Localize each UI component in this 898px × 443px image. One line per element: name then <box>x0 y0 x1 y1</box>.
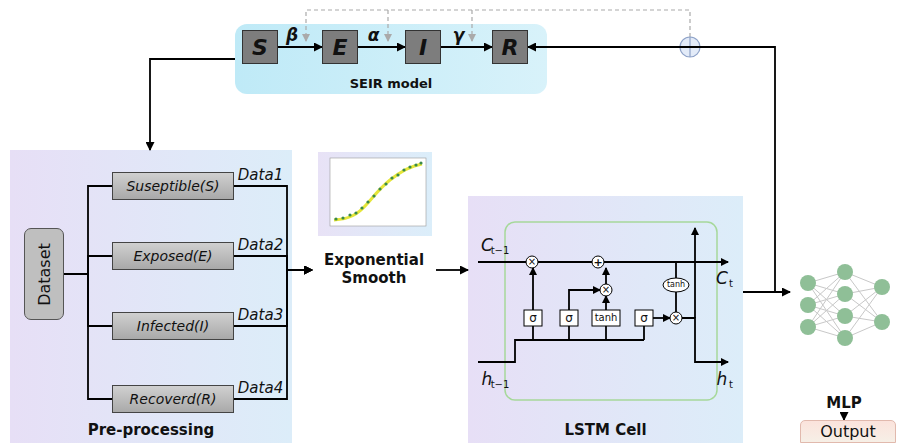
connector <box>64 256 112 274</box>
operator-symbol: × <box>672 313 680 323</box>
rate-label: γ <box>453 27 465 44</box>
gate-label: σ <box>640 312 648 324</box>
state-symbol: h <box>717 371 728 388</box>
state-symbol: C <box>481 237 493 254</box>
compartment-box: Infected(I) <box>112 312 234 340</box>
compartment-box: Suseptible(S) <box>112 172 234 200</box>
state-symbol: t <box>729 380 733 390</box>
connector <box>843 412 845 420</box>
state-symbol: h <box>482 371 493 388</box>
gate-label: σ <box>529 312 537 324</box>
rate-label: α <box>368 27 380 44</box>
connector <box>150 59 235 150</box>
state-box: E <box>322 30 358 64</box>
node-label: I <box>419 35 427 60</box>
connector <box>358 46 405 48</box>
seir-band: SEIR model S E I R <box>235 24 547 94</box>
state-symbol: C <box>716 270 728 287</box>
gate-label: tanh <box>667 281 685 289</box>
node-label: Dataset <box>35 243 54 306</box>
connector <box>441 46 492 48</box>
compartment-box: Recoverd(R) <box>112 385 234 413</box>
state-symbol: t−1 <box>491 246 510 256</box>
connector <box>64 186 112 274</box>
data-label: Data4 <box>238 381 283 396</box>
rate-label: β <box>286 27 298 44</box>
node-label: Exponential Smooth <box>312 251 436 289</box>
panel-title: SEIR model <box>235 76 547 91</box>
smoothing-step: Exponential Smooth <box>312 150 436 290</box>
connector <box>436 269 468 271</box>
mlp-block: MLP <box>790 262 898 412</box>
output-box: Output <box>800 420 896 443</box>
operator-symbol: + <box>593 257 602 268</box>
state-symbol: t <box>729 279 733 289</box>
state-box: I <box>405 30 441 64</box>
gate-label: σ <box>565 312 573 324</box>
data-label: Data2 <box>238 238 283 253</box>
panel-title: LSTM Cell <box>468 421 743 439</box>
data-label: Data1 <box>238 168 283 183</box>
panel-title: Pre-processing <box>10 421 292 439</box>
connector <box>234 256 312 270</box>
node-label: Recoverd(R) <box>130 391 217 407</box>
node-label: Output <box>820 422 876 441</box>
node-label: Suseptible(S) <box>126 178 219 194</box>
connector <box>528 47 775 292</box>
operator-symbol: × <box>528 257 536 267</box>
connector <box>234 186 312 270</box>
preprocess-panel: Pre-processing Dataset Suseptible(S) Expose… <box>10 150 292 443</box>
connector <box>64 274 112 399</box>
node-label: R <box>502 35 519 60</box>
dataset-box: Dataset <box>24 228 64 320</box>
data-label: Data3 <box>238 308 283 323</box>
node-label: S <box>252 35 268 60</box>
state-symbol: t−1 <box>491 380 510 390</box>
node-label: Infected(I) <box>137 318 209 334</box>
state-box: R <box>492 30 528 64</box>
lstm-panel: LSTM Cell <box>468 196 743 443</box>
operator-symbol: × <box>602 285 610 295</box>
node-label: Exposed(E) <box>133 248 212 264</box>
state-box: S <box>242 30 278 64</box>
node-label: E <box>332 35 347 60</box>
connector <box>278 46 322 48</box>
node-label: MLP <box>790 394 898 412</box>
gate-label: tanh <box>595 313 618 323</box>
connector <box>234 270 312 399</box>
connector <box>234 270 312 326</box>
compartment-box: Exposed(E) <box>112 242 234 270</box>
